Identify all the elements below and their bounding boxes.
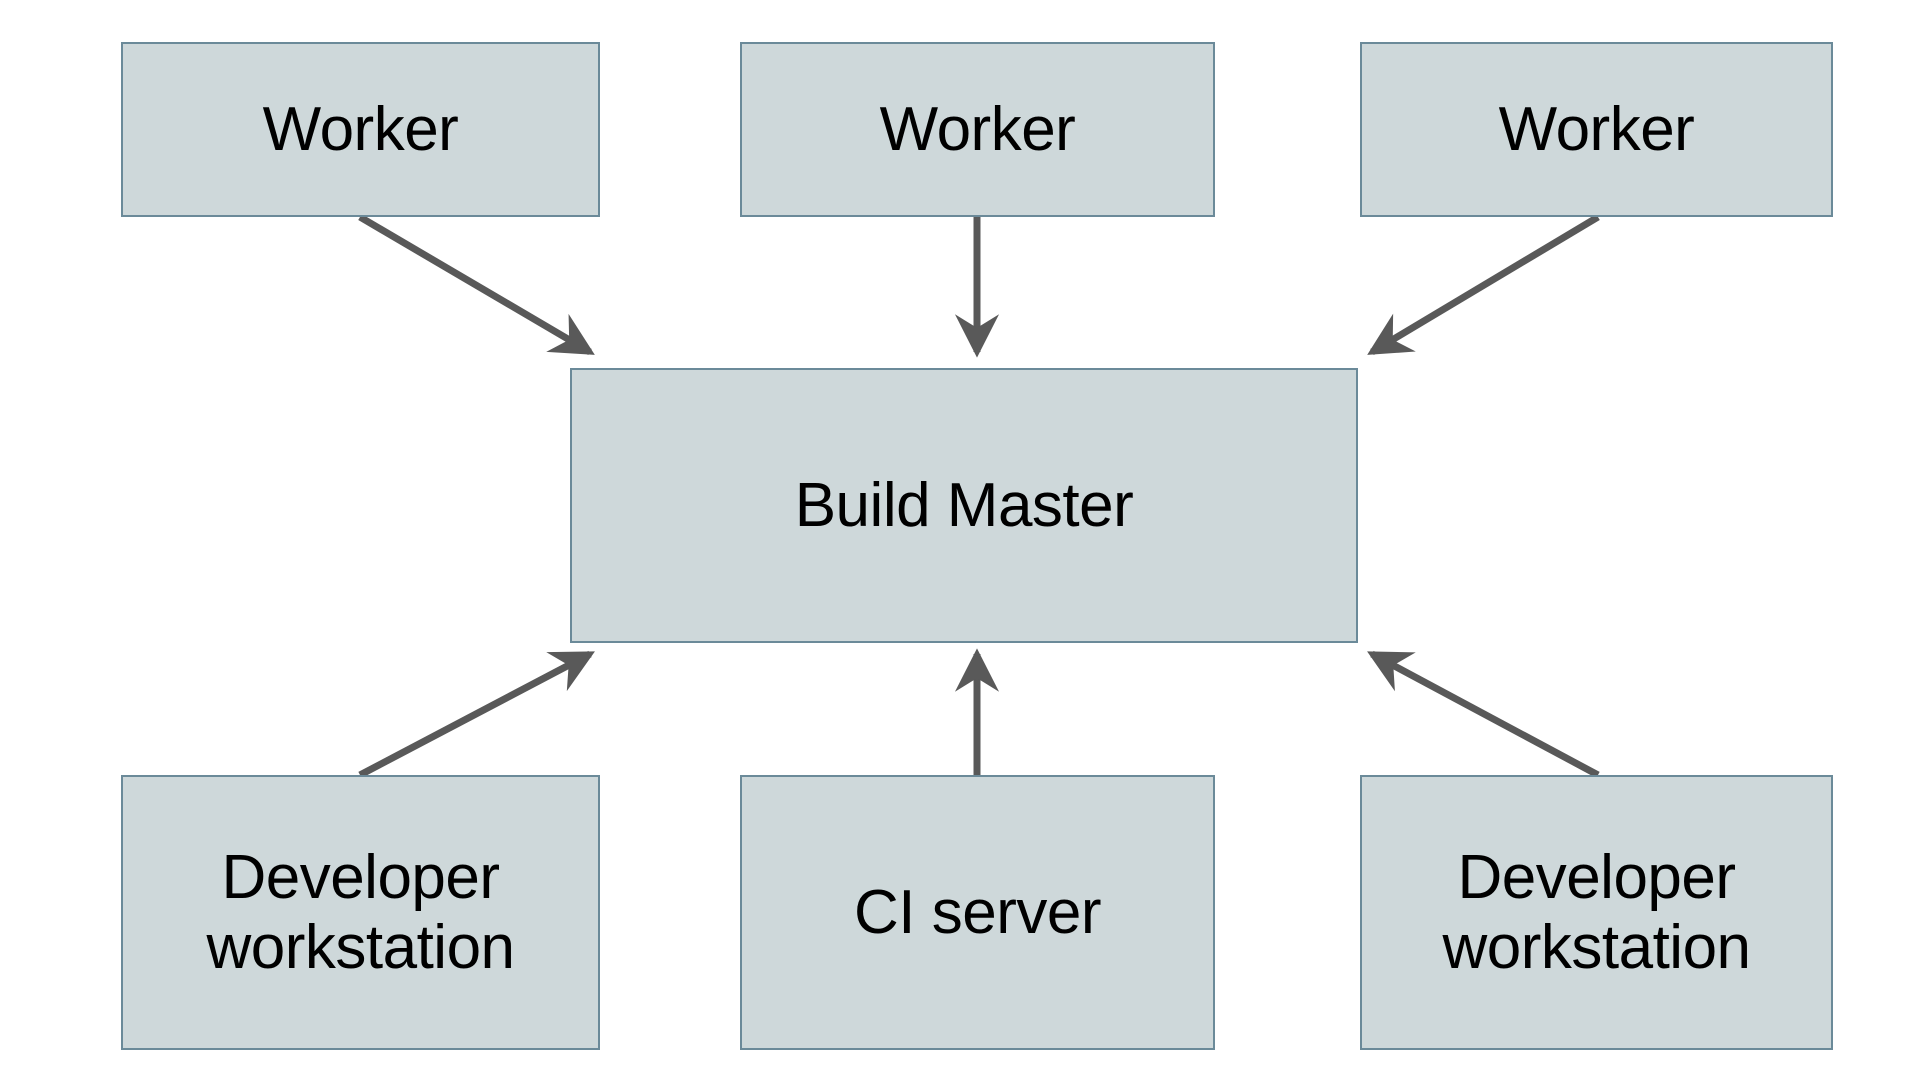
edge-developer-workstation-1-to-build-master — [358, 650, 595, 779]
node-worker-3[interactable]: Worker — [1360, 42, 1833, 217]
node-label-worker-3: Worker — [1498, 94, 1695, 164]
node-label-ci-server: CI server — [854, 877, 1101, 947]
node-label-build-master: Build Master — [794, 470, 1134, 540]
edge-developer-workstation-2-to-build-master — [1367, 650, 1600, 779]
node-label-developer-workstation-2: Developer workstation — [1442, 843, 1751, 982]
node-worker-2[interactable]: Worker — [740, 42, 1215, 217]
node-developer-workstation-1[interactable]: Developer workstation — [121, 775, 600, 1050]
node-label-worker-1: Worker — [262, 94, 459, 164]
edge-worker-1-to-build-master — [358, 213, 595, 356]
node-ci-server[interactable]: CI server — [740, 775, 1215, 1050]
node-build-master[interactable]: Build Master — [570, 368, 1358, 643]
node-label-developer-workstation-1: Developer workstation — [206, 843, 515, 982]
node-developer-workstation-2[interactable]: Developer workstation — [1360, 775, 1833, 1050]
edge-worker-3-to-build-master — [1367, 213, 1600, 356]
node-worker-1[interactable]: Worker — [121, 42, 600, 217]
node-label-worker-2: Worker — [879, 94, 1076, 164]
